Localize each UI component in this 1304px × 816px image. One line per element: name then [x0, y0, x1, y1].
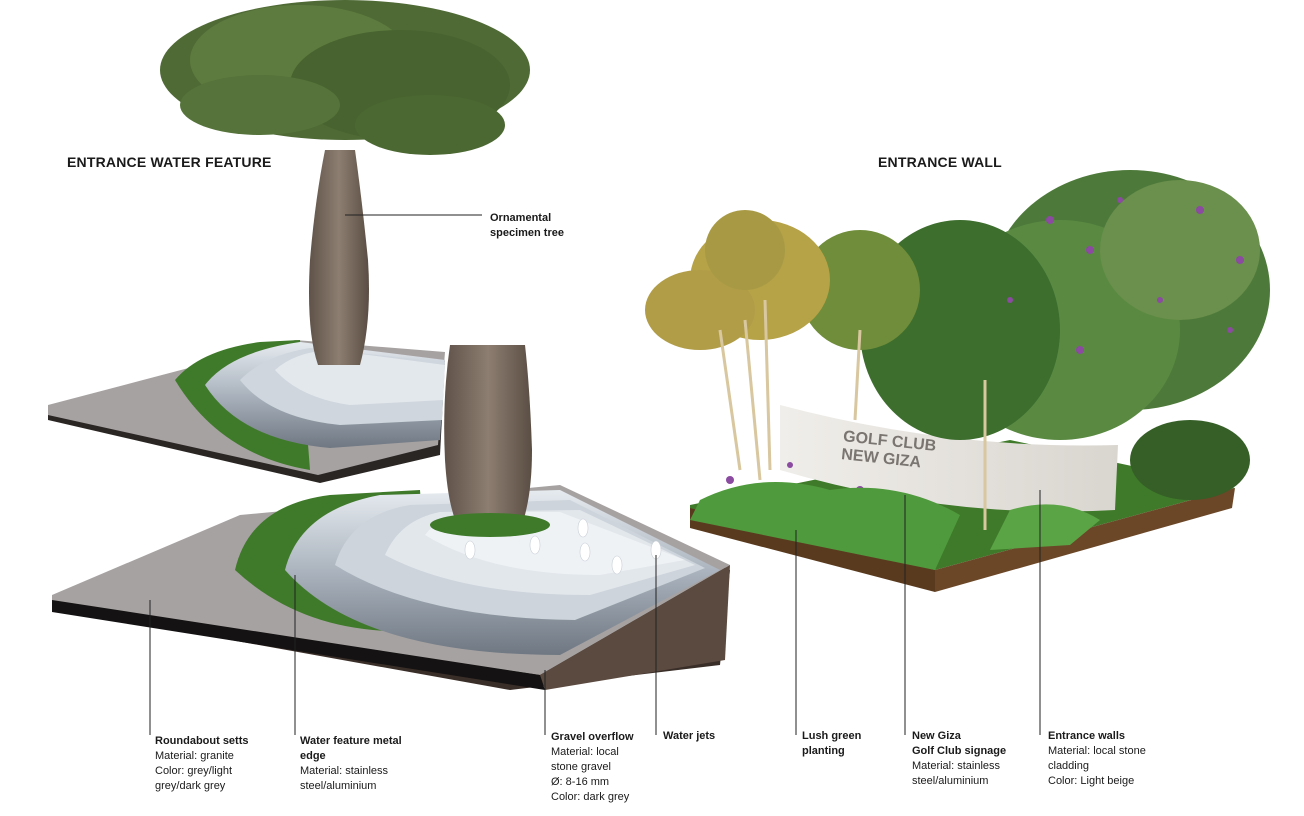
- label-line: Material: local: [551, 746, 619, 758]
- label-roundabout-setts: Roundabout setts Material: granite Color…: [155, 734, 249, 794]
- label-heading: New Giza: [912, 730, 961, 742]
- label-line: Material: stainless: [300, 765, 389, 777]
- label-line: steel/aluminium: [912, 775, 989, 787]
- water-feature-title: ENTRANCE WATER FEATURE: [67, 154, 272, 170]
- entrance-wall-block: [645, 170, 1270, 592]
- tree-label-line-2: specimen tree: [490, 227, 564, 239]
- label-lush-planting: Lush green planting: [802, 729, 861, 759]
- tree-base-planting: [430, 513, 550, 537]
- label-line: grey/dark grey: [155, 780, 226, 792]
- tree-label-line-1: Ornamental: [490, 212, 552, 224]
- label-heading: planting: [802, 745, 845, 757]
- label-line: Material: granite: [155, 750, 234, 762]
- label-metal-edge: Water feature metal edge Material: stain…: [300, 734, 402, 794]
- label-line: Color: dark grey: [551, 791, 630, 803]
- specimen-tree-upper: [160, 0, 530, 365]
- specimen-tree-lower-trunk: [444, 345, 532, 530]
- label-line: Color: grey/light: [155, 765, 233, 777]
- label-line: Material: local stone: [1048, 745, 1146, 757]
- label-golf-club-signage: New Giza Golf Club signage Material: sta…: [912, 729, 1006, 789]
- label-line: Material: stainless: [912, 760, 1001, 772]
- label-line: Ø: 8-16 mm: [551, 776, 610, 788]
- label-heading: Lush green: [802, 730, 862, 742]
- upper-water-feature: [48, 340, 445, 483]
- entrance-wall-title: ENTRANCE WALL: [878, 154, 1002, 170]
- label-line: stone gravel: [551, 761, 611, 773]
- label-line: Color: Light beige: [1048, 775, 1135, 787]
- label-line: steel/aluminium: [300, 780, 377, 792]
- label-gravel-overflow: Gravel overflow Material: local stone gr…: [551, 730, 634, 805]
- label-heading: Water feature metal: [300, 735, 402, 747]
- label-line: cladding: [1048, 760, 1089, 772]
- label-water-jets: Water jets: [663, 729, 715, 744]
- label-entrance-walls: Entrance walls Material: local stone cla…: [1048, 729, 1146, 789]
- label-ornamental-tree: Ornamental specimen tree: [490, 211, 564, 241]
- label-heading: Entrance walls: [1048, 730, 1126, 742]
- water-jets: [464, 518, 662, 575]
- label-heading: Water jets: [663, 730, 716, 742]
- label-heading: Gravel overflow: [551, 731, 634, 743]
- label-heading: Golf Club signage: [912, 745, 1007, 757]
- label-heading: edge: [300, 750, 326, 762]
- label-heading: Roundabout setts: [155, 735, 249, 747]
